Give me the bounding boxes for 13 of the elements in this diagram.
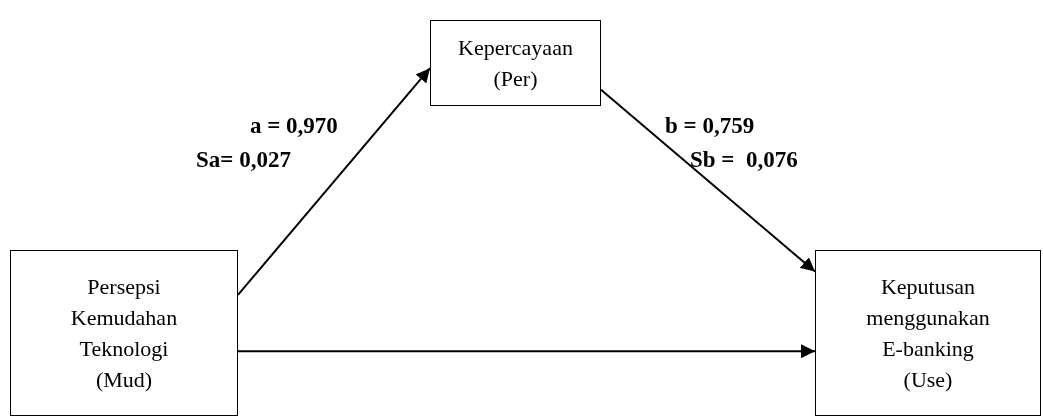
variable-box bbox=[815, 250, 1041, 416]
arrow bbox=[237, 344, 816, 359]
arrow bbox=[600, 88, 816, 273]
path-coefficient: Sb = 0,076 bbox=[690, 146, 798, 174]
variable-label: Persepsi Kemudahan Teknologi (Mud) bbox=[69, 273, 179, 394]
variable-label: Keputusan menggunakan E-banking (Use) bbox=[865, 273, 991, 394]
arrow bbox=[237, 67, 431, 296]
path-coefficient: b = 0,759 bbox=[665, 112, 755, 140]
variable-box bbox=[10, 250, 238, 416]
variable-box bbox=[430, 20, 601, 106]
variable-label: Kepercayaan (Per) bbox=[457, 34, 574, 93]
path-coefficient: Sa= 0,027 bbox=[196, 146, 291, 174]
path-coefficient: a = 0,970 bbox=[250, 112, 338, 140]
